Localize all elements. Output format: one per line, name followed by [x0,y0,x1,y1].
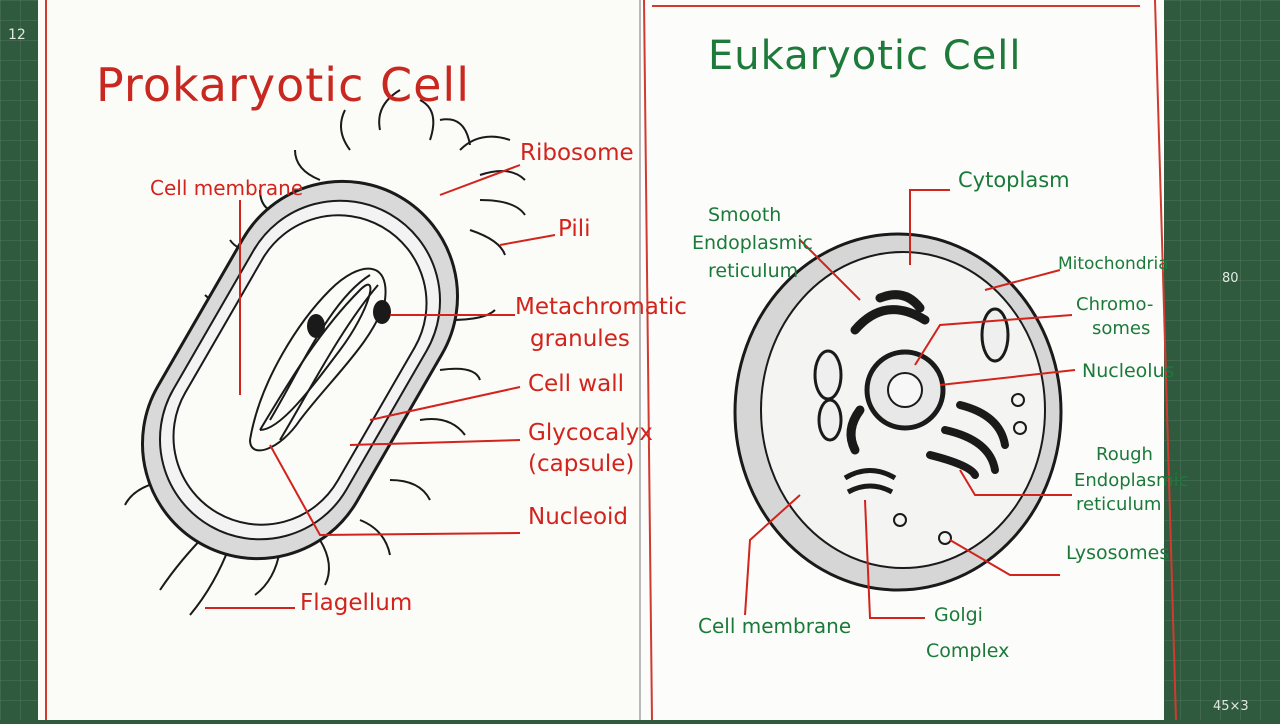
center-margin-line [643,0,653,721]
label-cell-wall: Cell wall [528,371,624,397]
eukaryotic-cell [733,189,1076,619]
label-granules: granules [530,326,630,352]
label-capsule: (capsule) [528,451,635,477]
prokaryotic-cell [124,89,556,616]
title-eukaryotic: Eukaryotic Cell [708,33,1022,79]
label-nucleolus: Nucleolus [1082,360,1175,382]
label-chromosomes-1: Chromo- [1076,294,1154,315]
smooth-er [846,290,930,455]
label-smooth-er-3: reticulum [708,260,799,282]
label-smooth-er-2: Endoplasmic [692,232,813,254]
label-cell-membrane-prok: Cell membrane [150,176,304,200]
rough-er [926,401,1009,479]
label-rough-er-2: Endoplasmic [1074,470,1189,491]
eukaryotic-leader-lines [744,189,1076,619]
nucleolus [887,372,923,408]
label-rough-er-3: reticulum [1076,494,1162,515]
label-flagellum: Flagellum [300,590,413,616]
label-metachromatic: Metachromatic [515,294,687,320]
label-golgi-2: Complex [926,640,1010,662]
label-chromosomes-2: somes [1092,318,1151,339]
mitochondrion-2 [813,349,843,401]
prokaryotic-leader-lines [205,164,556,609]
title-prokaryotic: Prokaryotic Cell [96,58,470,112]
label-pili: Pili [558,216,591,242]
granule-2 [373,300,391,324]
mitochondrion-1 [980,307,1010,363]
label-rough-er-1: Rough [1096,444,1153,465]
cell-membrane-outline [172,214,428,526]
nucleoid [249,267,387,452]
label-ribosome: Ribosome [520,140,634,166]
ruler-mark-45x3: 45×3 [1213,699,1249,714]
lysosomes [893,393,1027,545]
ruler-mark-80: 80 [1222,271,1239,286]
label-lysosomes: Lysosomes [1066,542,1170,564]
right-margin-line [1154,0,1177,721]
label-mitochondria: Mitochondria [1058,254,1169,274]
label-nucleoid: Nucleoid [528,504,629,530]
golgi-complex [843,468,897,495]
label-smooth-er-1: Smooth [708,204,782,226]
label-cytoplasm: Cytoplasm [958,168,1070,192]
label-glycocalyx: Glycocalyx [528,420,653,446]
ruler-mark-12: 12 [8,27,26,43]
label-golgi-1: Golgi [934,604,983,626]
mitochondrion-3 [817,398,843,442]
granule-1 [307,314,325,338]
label-cell-membrane-euk: Cell membrane [698,614,852,638]
